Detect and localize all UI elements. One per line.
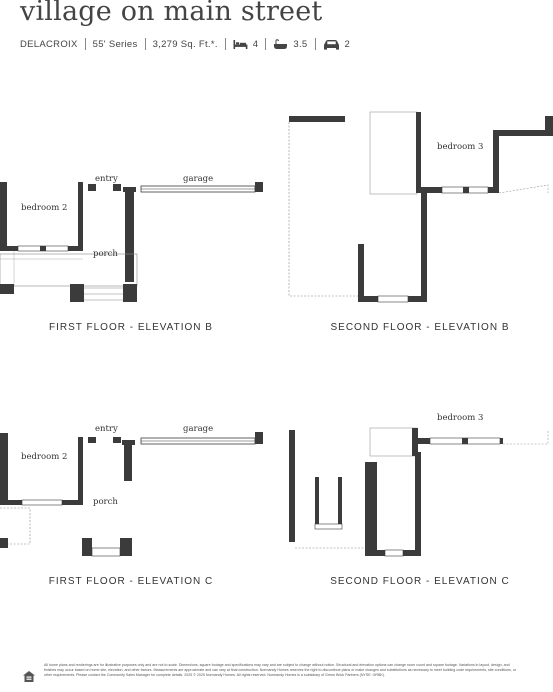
wall xyxy=(0,182,7,250)
room-label: garage xyxy=(183,424,213,434)
window xyxy=(377,295,409,303)
column xyxy=(82,538,92,556)
first-floor-elevation-c: bedroom 2 entry garage porch xyxy=(0,424,263,557)
wall xyxy=(88,184,96,191)
room-label: entry xyxy=(95,174,118,184)
open-to-below xyxy=(369,427,418,457)
garage-wall xyxy=(125,190,134,282)
porch-outline xyxy=(0,253,138,287)
wall xyxy=(122,440,135,445)
window xyxy=(384,549,404,557)
wall xyxy=(78,182,83,251)
wall xyxy=(78,437,83,505)
wall xyxy=(113,437,121,443)
wall xyxy=(40,246,46,251)
wall xyxy=(416,112,421,192)
wall xyxy=(289,430,295,542)
room-label: bedroom 2 xyxy=(21,203,67,213)
wall xyxy=(123,187,136,192)
plan-series: 55' Series xyxy=(92,38,138,50)
wall xyxy=(462,438,468,444)
wall xyxy=(463,187,469,193)
wall xyxy=(255,432,263,444)
plan-caption: FIRST FLOOR - ELEVATION C xyxy=(48,576,214,587)
divider xyxy=(224,38,226,50)
legal-disclaimer: All home plans and renderings are for il… xyxy=(44,663,517,678)
window xyxy=(21,499,63,506)
wall xyxy=(338,477,342,528)
room-label: bedroom 3 xyxy=(437,413,483,423)
column xyxy=(123,284,137,302)
wall xyxy=(255,182,263,192)
bathroom-count: 3.5 xyxy=(293,38,308,50)
first-floor-elevation-b: bedroom 2 entry garage porch xyxy=(0,174,263,302)
wall xyxy=(493,130,499,193)
plan-specs: DELACROIX 55' Series 3,279 Sq. Ft.*. 4 3… xyxy=(20,37,350,51)
divider xyxy=(144,38,146,50)
wall xyxy=(0,433,8,505)
plan-caption: SECOND FLOOR - ELEVATION C xyxy=(330,576,510,587)
plan-caption: FIRST FLOOR - ELEVATION B xyxy=(49,322,213,333)
second-floor-elevation-b: bedroom 3 xyxy=(288,111,553,303)
bath-icon xyxy=(273,38,288,50)
wall xyxy=(499,130,553,136)
garage-count: 2 xyxy=(344,38,351,50)
column xyxy=(0,284,14,294)
wall xyxy=(365,462,377,556)
plan-caption: SECOND FLOOR - ELEVATION B xyxy=(330,322,510,333)
wall xyxy=(412,428,418,456)
wall xyxy=(421,190,427,296)
wall xyxy=(545,116,553,136)
wall xyxy=(415,452,421,556)
bedroom-count: 4 xyxy=(252,38,259,50)
garage-wall xyxy=(124,443,132,481)
wall xyxy=(289,116,345,122)
step xyxy=(91,547,121,557)
room-label: garage xyxy=(183,174,213,184)
car-icon xyxy=(323,39,340,50)
window xyxy=(314,523,343,530)
second-floor-elevation-c: bedroom 3 xyxy=(289,413,549,557)
room-label: bedroom 2 xyxy=(21,452,67,462)
equal-housing-icon xyxy=(22,669,36,688)
wall xyxy=(113,184,121,191)
wall xyxy=(315,477,319,528)
open-to-below xyxy=(369,111,418,195)
wall xyxy=(88,437,96,443)
room-label: porch xyxy=(93,249,118,259)
room-label: bedroom 3 xyxy=(437,142,483,152)
divider xyxy=(314,38,316,50)
plan-name: DELACROIX xyxy=(20,38,78,50)
bed-icon xyxy=(233,39,248,50)
page-title: village on main street xyxy=(20,0,323,27)
wall xyxy=(358,244,364,302)
room-label: porch xyxy=(93,497,118,507)
column xyxy=(70,284,84,302)
plan-sqft: 3,279 Sq. Ft.*. xyxy=(152,38,218,50)
column xyxy=(0,538,8,548)
column xyxy=(120,538,132,556)
divider xyxy=(84,38,86,50)
room-label: entry xyxy=(95,424,118,434)
divider xyxy=(265,38,267,50)
roof-outline xyxy=(288,122,360,297)
